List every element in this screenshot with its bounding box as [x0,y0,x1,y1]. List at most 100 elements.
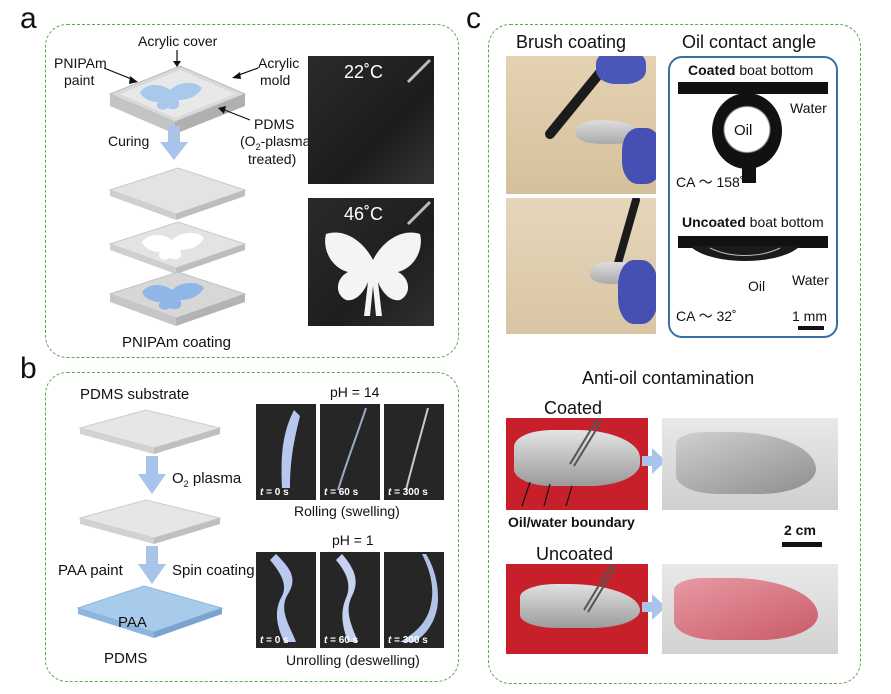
o2-plasma-label: O2 plasma [172,470,242,489]
photo-ph14-t60: t = 60 s [320,404,380,500]
brush-coating-title: Brush coating [516,32,627,52]
acrylic-mold-arrow [232,67,259,79]
curing-label: Curing [108,133,150,149]
time-label: t = 0 s [260,635,289,646]
time-label: t = 60 s [324,487,359,498]
oil-water-boundary-label: Oil/water boundary [508,514,635,530]
oil-contact-angle-title: Oil contact angle [682,32,817,52]
boat-shape-contaminated [674,578,818,640]
pdms-bottom-label: PDMS [104,650,148,667]
plasma-treated-sheet [78,499,222,544]
photo-uncoated-red [506,564,648,654]
uncoated-boat-bottom-label: Uncoated boat bottom [682,214,824,230]
pdms-label-1: PDMS [254,116,295,132]
o2-plasma-arrow [138,456,166,494]
panel-a-label: a [20,2,37,35]
photo-coated-result [662,418,838,510]
oil-label-uncoated: Oil [748,278,766,294]
temp-46c-label: 46˚C [344,204,384,224]
paa-coated-sheet [76,585,224,638]
photo-brush-2 [506,198,656,334]
pnipam-paint-label-1: PNIPAm [54,55,107,71]
tweezer-icon [583,564,616,613]
paa-label: PAA [118,614,147,631]
ph-14-label: pH = 14 [330,384,380,400]
boundary-arrows [521,481,573,507]
photo-ph14-t0: t = 0 s [256,404,316,500]
brush-icon [612,198,640,274]
oil-droplet-coated [712,93,782,169]
pdms-label-3: treated) [248,151,297,167]
glove-shape [618,260,656,324]
unrolling-label: Unrolling (deswelling) [286,652,420,668]
curing-arrow [160,126,188,160]
pdms-substrate-label: PDMS substrate [80,386,190,403]
coated-surface-bar [678,82,828,94]
time-label: t = 60 s [324,635,359,646]
pnipam-coating-label: PNIPAm coating [122,334,231,351]
strip-shape [400,554,438,642]
ph-1-label: pH = 1 [332,532,374,548]
ca-coated-label: CA ～ 158˚ [676,174,745,190]
panel-a [45,24,459,358]
acrylic-cover-arrow [173,50,181,67]
photo-ph1-t0: t = 0 s [256,552,316,648]
acrylic-cover-label: Acrylic cover [138,33,218,49]
coated-label: Coated [544,398,603,418]
glove-shape-2 [622,128,656,184]
strip-shape [270,554,296,642]
boat-shape [514,430,640,486]
photo-ph1-t60: t = 60 s [320,552,380,648]
time-label: t = 0 s [260,487,289,498]
time-label: t = 300 s [388,635,428,646]
boat-shape [520,584,640,628]
anti-oil-title: Anti-oil contamination [582,368,755,388]
pnipam-paint-arrow [104,67,138,84]
scale-2cm-label: 2 cm [784,522,816,538]
acrylic-mold-label-2: mold [260,72,291,88]
uncoated-surface-bar [678,236,828,248]
photo-brush-1 [506,56,656,194]
photo-uncoated-result [662,564,838,654]
boat-shape [676,432,816,494]
photo-46c: 46˚C [308,198,434,326]
photo-coated-red [506,418,648,510]
pdms-arrow [218,106,251,121]
oil-label-coated: Oil [734,122,753,139]
white-butterfly-shape [325,232,421,316]
panel-c [488,24,861,684]
needle-bottom [742,165,756,183]
uncoated-arrow [642,594,666,620]
time-label: t = 300 s [388,487,428,498]
photo-ph14-t300: t = 300 s [384,404,444,500]
panel-c-label: c [466,2,481,35]
strip-shape [281,410,300,488]
glove-shape [596,56,646,84]
photo-22c: 22˚C [308,56,434,184]
tweezer-icon [569,418,602,467]
panel-b-label: b [20,352,37,385]
oil-droplet-uncoated [690,246,800,261]
pdms-label-2: (O2-plasma- [240,133,316,152]
water-label-coated: Water [790,100,827,116]
coated-boat-bottom-label: Coated boat bottom [688,62,814,78]
rolling-label: Rolling (swelling) [294,503,400,519]
spin-coating-label: Spin coating [172,562,255,579]
spin-coating-arrow [138,546,166,584]
exploded-layers-diagram [108,167,247,326]
scale-1mm-label: 1 mm [792,308,827,324]
scale-bar-1mm [798,326,824,330]
panel-b [45,372,459,682]
strip-shape [336,554,358,642]
acrylic-mold-label-1: Acrylic [258,55,300,71]
pnipam-paint-label-2: paint [64,72,95,88]
tweezer-icon-2 [406,200,432,226]
uncoated-label: Uncoated [536,544,614,564]
scale-bar-2cm [782,542,822,547]
coated-arrow [642,448,666,474]
pdms-substrate-sheet [78,409,222,454]
ca-uncoated-label: CA ～ 32˚ [676,308,737,324]
temp-22c-label: 22˚C [344,62,384,82]
paa-paint-label: PAA paint [58,562,123,579]
tweezer-icon [406,58,432,84]
